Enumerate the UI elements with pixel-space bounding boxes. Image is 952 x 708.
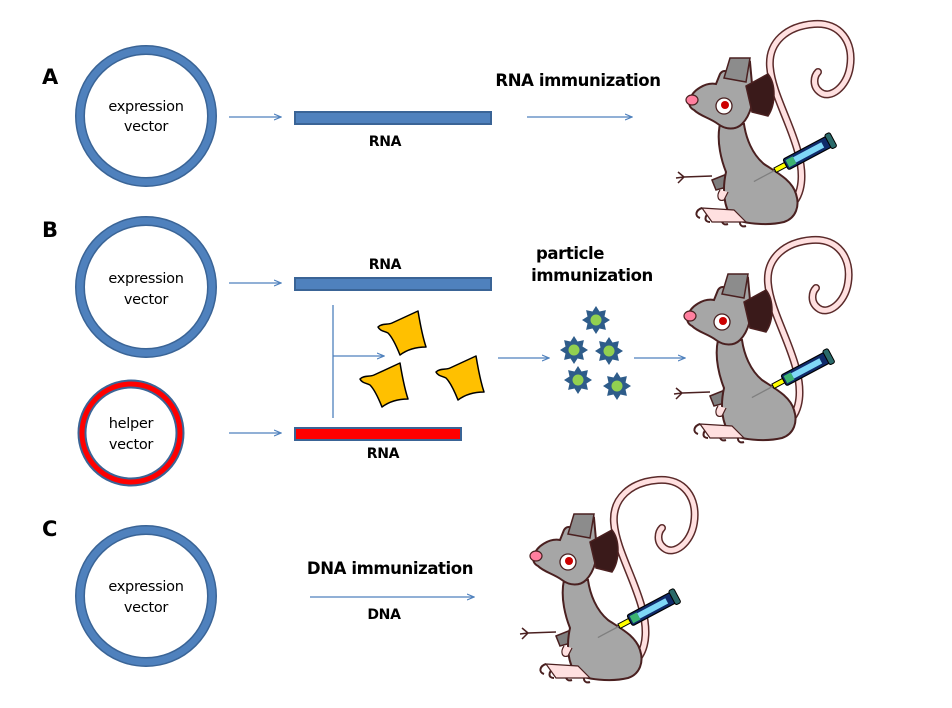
virus-like-particle-icon xyxy=(582,306,610,334)
helper-rna-bar-b xyxy=(294,427,462,441)
virus-like-particle-icon xyxy=(560,336,588,364)
helper-label-line1: helper xyxy=(109,416,154,432)
vector-label-line2: vector xyxy=(124,600,169,616)
method-label-c: DNA immunization xyxy=(307,559,473,578)
vector-label-line1: expression xyxy=(108,99,183,115)
rna-bar-b xyxy=(294,277,492,291)
dna-label-c: DNA xyxy=(367,607,401,623)
method-label-b-line2: immunization xyxy=(531,266,653,285)
protein-fragment-icon xyxy=(435,355,485,401)
vector-label-line2: vector xyxy=(124,292,169,308)
virus-like-particle-icon xyxy=(564,366,592,394)
vector-label-line1: expression xyxy=(108,271,183,287)
expression-vector-a: expression vector xyxy=(75,45,217,187)
panel-a: A expression vector RNA RNA immunization xyxy=(42,24,851,227)
protein-fragment-icon xyxy=(377,310,427,356)
method-label-b-line1: particle xyxy=(536,244,604,263)
helper-vector-b: helper vector xyxy=(77,379,185,487)
vector-label-line2: vector xyxy=(124,119,169,135)
vector-label-line1: expression xyxy=(108,579,183,595)
protein-fragment-icon xyxy=(359,362,409,408)
panel-b: B expression vector helper vector RNA RN… xyxy=(42,216,849,487)
rna-label-b: RNA xyxy=(369,257,402,273)
panel-letter-a: A xyxy=(42,65,59,89)
rna-label-a: RNA xyxy=(369,134,402,150)
virus-like-particle-icon xyxy=(595,337,623,365)
expression-vector-c: expression vector xyxy=(75,525,217,667)
helper-rna-label-b: RNA xyxy=(367,446,400,462)
panel-letter-c: C xyxy=(42,517,57,541)
panel-c: C expression vector DNA immunization DNA xyxy=(42,480,695,683)
mouse-icon xyxy=(674,240,849,443)
mouse-icon xyxy=(676,24,851,227)
mouse-icon xyxy=(520,480,695,683)
method-label-a: RNA immunization xyxy=(495,71,660,90)
helper-label-line2: vector xyxy=(109,437,154,453)
panel-letter-b: B xyxy=(42,218,58,242)
particles xyxy=(560,306,631,400)
rna-bar-a xyxy=(294,111,492,125)
virus-like-particle-icon xyxy=(603,372,631,400)
expression-vector-b: expression vector xyxy=(75,216,217,358)
